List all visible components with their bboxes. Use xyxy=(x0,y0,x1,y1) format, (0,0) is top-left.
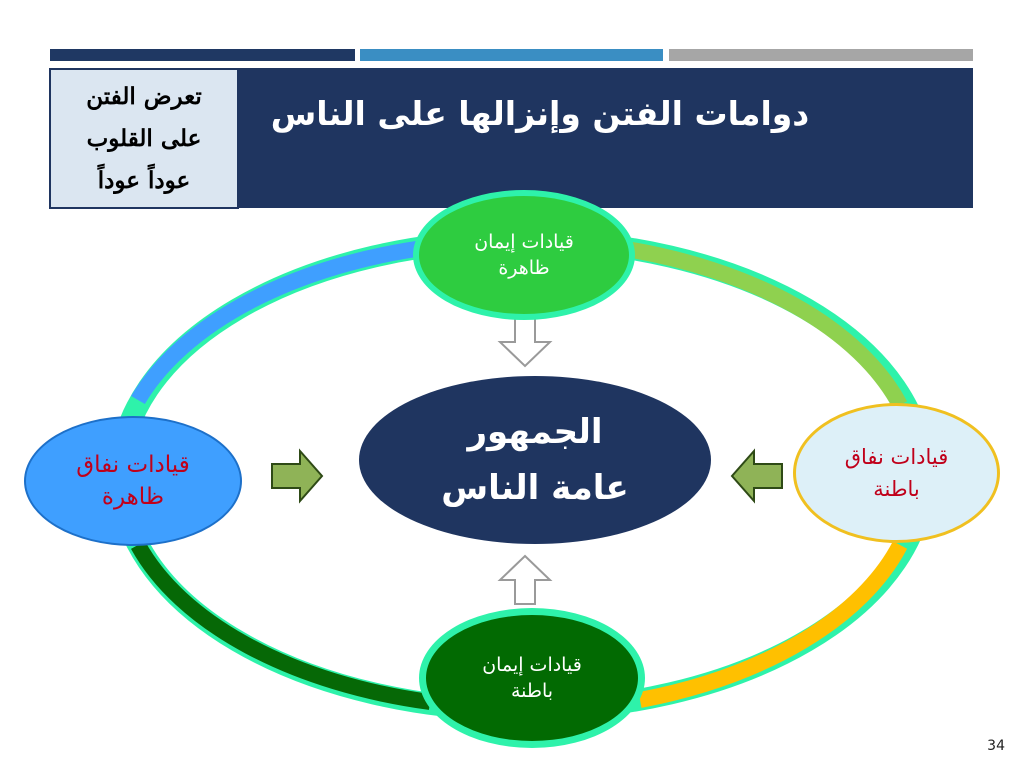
node-left-line-1: قيادات نفاق xyxy=(76,452,190,478)
side-note-line-3: عوداً عوداً xyxy=(97,166,191,194)
top-bar-blue xyxy=(360,49,663,61)
node-hidden-faith-leaders: قيادات إيمان باطنة xyxy=(419,608,645,748)
node-center-line-1: الجمهور xyxy=(467,412,603,452)
side-note-box: تعرض الفتن على القلوب عوداً عوداً xyxy=(49,68,239,209)
page-number: 34 xyxy=(987,738,1005,754)
ring-arc-top-left xyxy=(131,239,432,405)
node-hidden-hypocrisy-leaders: قيادات نفاق باطنة xyxy=(793,403,1000,543)
node-right-line-2: باطنة xyxy=(873,477,920,501)
node-right-line-1: قيادات نفاق xyxy=(844,445,949,469)
ring-arc-bottom-left xyxy=(130,541,432,710)
ring-arc-bottom-right xyxy=(638,541,908,708)
side-note-line-2: على القلوب xyxy=(86,124,202,152)
node-visible-hypocrisy-leaders: قيادات نفاق ظاهرة xyxy=(24,416,242,546)
arrow-down-icon xyxy=(497,317,553,368)
node-public: الجمهور عامة الناس xyxy=(359,376,711,544)
arrow-right-icon xyxy=(271,448,324,504)
node-bottom-line-2: باطنة xyxy=(510,680,554,702)
top-bar-gray xyxy=(669,49,973,61)
node-left-line-2: ظاهرة xyxy=(101,484,165,510)
node-top-line-2: ظاهرة xyxy=(498,257,550,279)
title-band xyxy=(238,68,973,208)
top-bar-navy xyxy=(50,49,355,61)
arrow-left-icon xyxy=(730,448,783,504)
node-bottom-line-1: قيادات إيمان xyxy=(482,654,582,676)
node-top-line-1: قيادات إيمان xyxy=(474,231,574,253)
arrow-up-icon xyxy=(497,554,553,605)
ring-arc-top-right xyxy=(618,240,908,409)
node-center-line-2: عامة الناس xyxy=(441,468,629,508)
node-visible-faith-leaders: قيادات إيمان ظاهرة xyxy=(413,190,635,320)
side-note-line-1: تعرض الفتن xyxy=(86,82,202,110)
slide-title: دوامات الفتن وإنزالها على الناس xyxy=(270,94,810,133)
